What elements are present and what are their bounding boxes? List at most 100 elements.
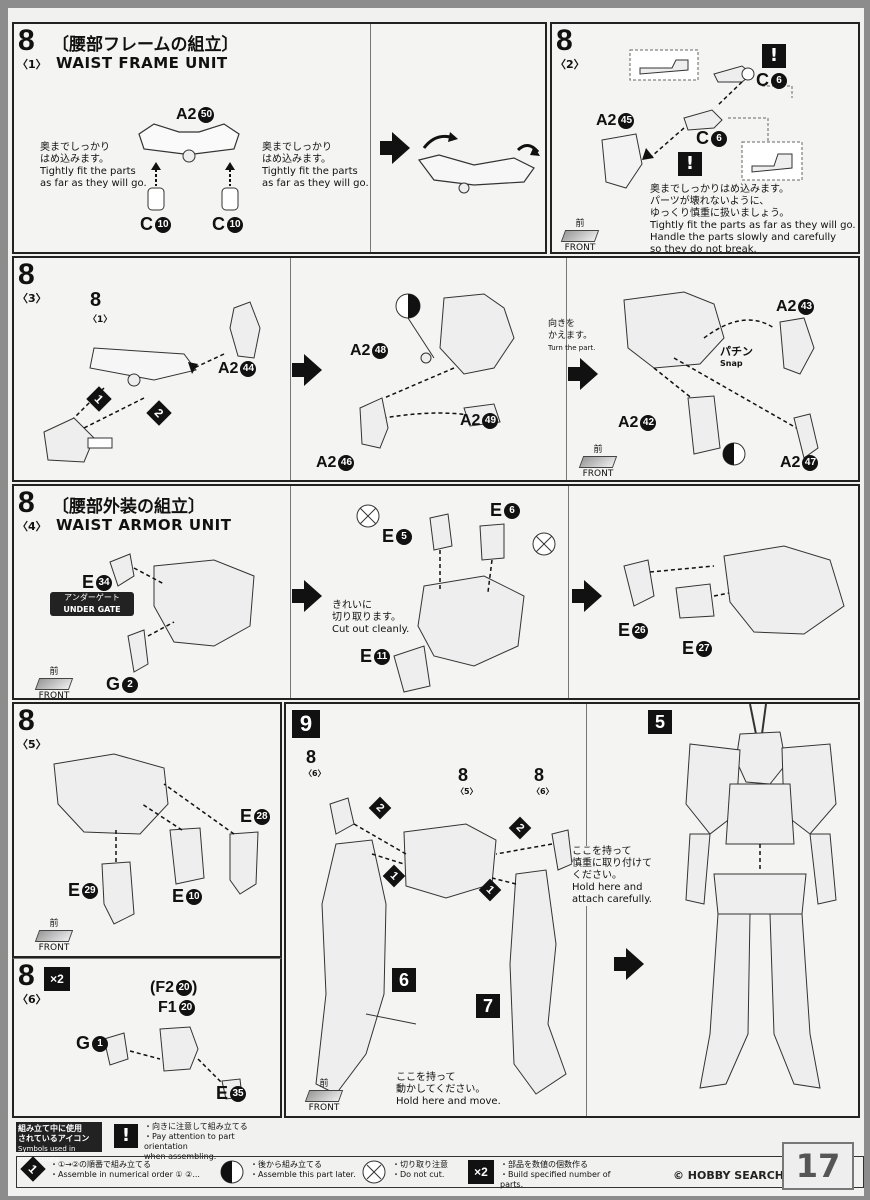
note-attach: ここを持って 慎重に取り付けて ください。 Hold here and atta… — [572, 846, 682, 906]
leg-6-label: 6 — [392, 968, 416, 992]
step-number: 8 — [18, 704, 35, 737]
note-careful: 奥までしっかりはめ込みます。 パーツが壊れないように、 ゆっくり慎重に扱いましょ… — [650, 184, 856, 254]
leg-7-label: 7 — [476, 994, 500, 1018]
step-9-panel: 9 8 〈6〉 8 〈5〉 8 〈6〉 2 2 1 1 6 7 ここを持って 動… — [284, 702, 860, 1118]
ref-substep: 〈1〉 — [88, 315, 113, 325]
multiply-icon: ×2 — [44, 967, 70, 991]
knee-parts-illustration — [601, 49, 803, 189]
warning-icon: ! — [114, 1124, 138, 1148]
title-en: WAIST ARMOR UNIT — [56, 516, 232, 534]
note-left: 奥までしっかり はめ込みます。 Tightly fit the parts as… — [40, 142, 147, 189]
full-robot-illustration — [685, 704, 837, 1089]
substep-label: 〈3〉 — [17, 292, 47, 305]
frame-bent-illustration — [417, 132, 540, 194]
flow-arrow — [568, 358, 598, 390]
substep-label: 〈2〉 — [555, 58, 585, 71]
skirt-assembly-illustration — [53, 753, 259, 925]
title-en: WAIST FRAME UNIT — [56, 54, 228, 72]
waist-assembly-illustration — [43, 301, 261, 463]
step-5-ref: 5 — [648, 710, 672, 734]
armor-front-illustration — [109, 553, 255, 673]
ref-substep: 〈6〉 — [304, 769, 326, 778]
substep-label: 〈5〉 — [17, 738, 47, 751]
title-jp: 〔腰部フレームの組立〕 — [52, 35, 239, 55]
legend-row — [16, 1156, 864, 1188]
substep-label: 〈6〉 — [17, 993, 47, 1006]
page-number: 17 — [782, 1142, 854, 1190]
ref-step-8-6-right: 8 — [534, 765, 545, 785]
no-cut-icon — [362, 1160, 386, 1184]
warning-icon: ! — [678, 152, 702, 176]
flow-arrow — [292, 580, 322, 612]
warning-icon: ! — [762, 44, 786, 68]
waist-side-illustration — [359, 293, 515, 449]
substep-label: 〈4〉 — [17, 520, 47, 533]
legend-order: ・①→②の順番で組み立てる・Assemble in numerical orde… — [50, 1160, 200, 1179]
flow-arrow — [380, 132, 410, 164]
note-cut: きれいに 切り取ります。 Cut out cleanly. — [332, 600, 410, 635]
ref-step-8-6-left: 8 — [306, 747, 317, 767]
legend-nocut: ・切り取り注意・Do not cut. — [392, 1160, 448, 1179]
note-hold-move: ここを持って 動かしてください。 Hold here and move. — [396, 1072, 501, 1107]
step-number: 9 — [292, 710, 320, 738]
waist-back-illustration — [623, 291, 819, 466]
ref-substep: 〈6〉 — [532, 787, 554, 796]
step-number: 8 — [18, 959, 35, 992]
legend-mult: ・部品を数値の個数作る・Build specified number of pa… — [500, 1160, 611, 1189]
title-jp: 〔腰部外装の組立〕 — [52, 497, 205, 517]
multiply-icon: ×2 — [468, 1160, 494, 1184]
step-number: 8 — [556, 24, 573, 57]
note-turn: 向きを かえます。 Turn the part. — [548, 319, 596, 352]
substep-label: 〈1〉 — [17, 58, 47, 71]
step-number: 8 — [18, 24, 35, 57]
later-icon — [220, 1160, 244, 1184]
ref-substep: 〈5〉 — [456, 787, 478, 796]
legs-assembly-illustration — [315, 797, 573, 1095]
icon-legend: 組み立て中に使用 されているアイコン Symbols used in instr… — [8, 1118, 864, 1196]
armor-side-illustration — [623, 545, 845, 635]
note-right: 奥までしっかり はめ込みます。 Tightly fit the parts as… — [262, 142, 369, 189]
armor-cut-illustration — [356, 504, 556, 693]
legend-header: 組み立て中に使用 されているアイコン Symbols used in instr… — [16, 1122, 102, 1163]
flow-arrow — [614, 948, 644, 980]
legend-later: ・後から組み立てる・Assemble this part later. — [250, 1160, 356, 1179]
flow-arrow — [292, 354, 322, 386]
